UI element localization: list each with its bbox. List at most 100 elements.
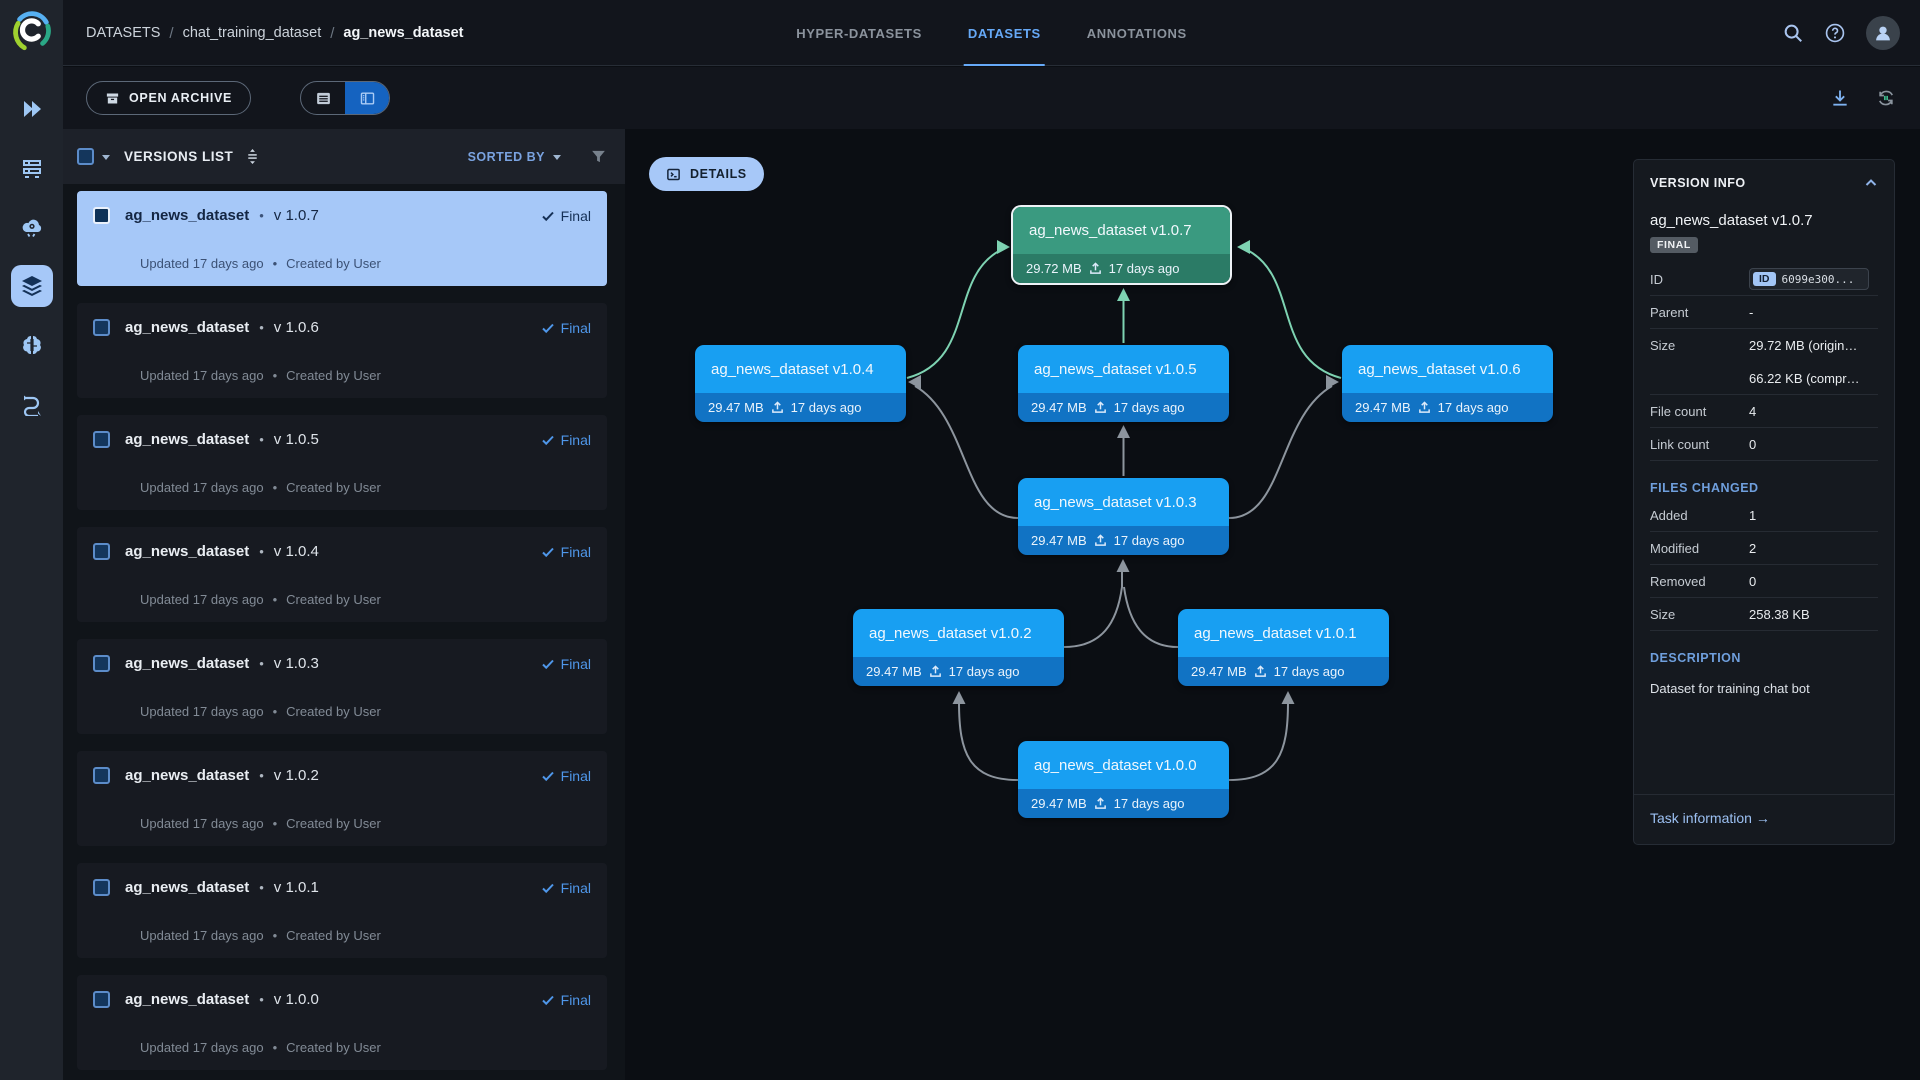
check-icon: [541, 771, 554, 781]
brain-icon: [22, 335, 41, 355]
nav-workers-queues[interactable]: [11, 147, 53, 189]
collapse-chevron-up-icon[interactable]: [1864, 176, 1878, 190]
breadcrumb-dataset: ag_news_dataset: [343, 25, 464, 41]
view-toggle: [300, 81, 390, 115]
nav-models[interactable]: [11, 324, 53, 366]
arrowhead-highlight: [997, 240, 1010, 254]
unfold-rows-icon[interactable]: [245, 149, 260, 164]
description-text: Dataset for training chat bot: [1650, 681, 1810, 696]
version-list-item[interactable]: ag_news_dataset•v 1.0.5 Final Updated 17…: [77, 415, 607, 510]
check-icon: [541, 435, 554, 445]
nav-getting-started[interactable]: [11, 88, 53, 130]
version-info-title: VERSION INFO: [1650, 176, 1746, 190]
versions-list: ag_news_dataset • v 1.0.7 Final Updated …: [63, 184, 625, 1070]
graph-node-v1.0.5[interactable]: ag_news_dataset v1.0.5 29.47 MB 17 days …: [1018, 345, 1229, 422]
user-avatar[interactable]: [1866, 16, 1900, 50]
filter-icon[interactable]: [590, 148, 607, 165]
version-checkbox[interactable]: [93, 319, 110, 336]
left-nav-sidebar: [0, 0, 63, 1080]
version-list-item[interactable]: ag_news_dataset • v 1.0.7 Final Updated …: [77, 191, 607, 286]
version-list-item[interactable]: ag_news_dataset•v 1.0.6 Final Updated 17…: [77, 303, 607, 398]
split-view-icon: [360, 91, 374, 105]
main-tabs: HYPER-DATASETS DATASETS ANNOTATIONS: [796, 0, 1187, 66]
clearml-logo: [13, 11, 51, 51]
download-icon[interactable]: [1830, 88, 1850, 108]
version-checkbox[interactable]: [93, 991, 110, 1008]
version-checkbox[interactable]: [93, 207, 110, 224]
status-badge: Final: [541, 208, 591, 224]
topbar: DATASETS / chat_training_dataset / ag_ne…: [63, 0, 1920, 66]
upload-icon: [1254, 665, 1266, 677]
version-checkbox[interactable]: [93, 431, 110, 448]
help-icon[interactable]: [1824, 22, 1846, 44]
breadcrumb-separator: /: [169, 24, 174, 42]
version-checkbox[interactable]: [93, 767, 110, 784]
tab-annotations[interactable]: ANNOTATIONS: [1086, 25, 1187, 41]
parent-row: Parent-: [1650, 296, 1878, 329]
graph-node-v1.0.4[interactable]: ag_news_dataset v1.0.4 29.47 MB 17 days …: [695, 345, 906, 422]
graph-node-v1.0.1[interactable]: ag_news_dataset v1.0.1 29.47 MB 17 days …: [1178, 609, 1389, 686]
task-information-link[interactable]: Task information →: [1650, 810, 1770, 826]
person-icon: [1876, 26, 1890, 41]
status-badge: Final: [541, 992, 591, 1008]
version-list-item[interactable]: ag_news_dataset•v 1.0.4 Final Updated 17…: [77, 527, 607, 622]
node-size: 29.72 MB: [1026, 261, 1082, 276]
upload-icon: [1089, 262, 1101, 274]
upload-icon: [1094, 797, 1106, 809]
graph-node-v1.0.7[interactable]: ag_news_dataset v1.0.7 29.72 MB 17 days …: [1011, 205, 1232, 285]
breadcrumb: DATASETS / chat_training_dataset / ag_ne…: [86, 0, 463, 66]
graph-node-v1.0.6[interactable]: ag_news_dataset v1.0.6 29.47 MB 17 days …: [1342, 345, 1553, 422]
version-graph[interactable]: DETAILS: [625, 129, 1620, 1080]
status-badge: Final: [541, 544, 591, 560]
breadcrumb-project[interactable]: chat_training_dataset: [182, 25, 322, 41]
nav-datasets[interactable]: [10, 265, 53, 307]
final-badge: FINAL: [1650, 237, 1698, 253]
upload-icon: [1418, 401, 1430, 413]
files-changed-header: FILES CHANGED: [1650, 481, 1759, 495]
select-all-caret-icon[interactable]: [101, 152, 111, 162]
version-checkbox[interactable]: [93, 655, 110, 672]
sorted-by-dropdown[interactable]: SORTED BY: [468, 150, 562, 164]
breadcrumb-root[interactable]: DATASETS: [86, 25, 161, 41]
id-chip: ID: [1753, 272, 1776, 286]
graph-node-v1.0.2[interactable]: ag_news_dataset v1.0.2 29.47 MB 17 days …: [853, 609, 1064, 686]
upload-icon: [1094, 401, 1106, 413]
version-checkbox[interactable]: [93, 879, 110, 896]
version-list-item[interactable]: ag_news_dataset•v 1.0.3 Final Updated 17…: [77, 639, 607, 734]
table-view-button[interactable]: [301, 82, 345, 114]
search-icon[interactable]: [1782, 22, 1804, 44]
details-button[interactable]: DETAILS: [649, 157, 764, 191]
layers-icon: [21, 276, 42, 296]
versions-list-header: VERSIONS LIST SORTED BY: [63, 129, 625, 184]
version-list-item[interactable]: ag_news_dataset•v 1.0.1 Final Updated 17…: [77, 863, 607, 958]
edge-v1.0.3-to-v1.0.6: [1228, 385, 1333, 519]
graph-node-v1.0.3[interactable]: ag_news_dataset v1.0.3 29.47 MB 17 days …: [1018, 478, 1229, 555]
tab-hyper-datasets[interactable]: HYPER-DATASETS: [796, 25, 922, 41]
select-all-checkbox[interactable]: [77, 148, 94, 165]
split-view-button[interactable]: [345, 82, 389, 114]
graph-node-v1.0.0[interactable]: ag_news_dataset v1.0.0 29.47 MB 17 days …: [1018, 741, 1229, 818]
size-row-compressed: 66.22 KB (compr…: [1650, 362, 1878, 395]
pipelines-flow-icon: [23, 395, 41, 416]
status-badge: Final: [541, 768, 591, 784]
arrowhead: [908, 375, 921, 389]
check-icon: [541, 883, 554, 893]
version-list-item[interactable]: ag_news_dataset•v 1.0.2 Final Updated 17…: [77, 751, 607, 846]
tab-datasets[interactable]: DATASETS: [963, 0, 1045, 66]
edge-v1.0.4-to-v1.0.7: [906, 250, 1000, 379]
version-list-item[interactable]: ag_news_dataset•v 1.0.0 Final Updated 17…: [77, 975, 607, 1070]
check-icon: [541, 211, 554, 221]
auto-refresh-icon[interactable]: [1876, 88, 1896, 108]
status-badge: Final: [541, 432, 591, 448]
double-chevron-play-icon: [23, 101, 41, 117]
breadcrumb-separator: /: [330, 24, 335, 42]
nav-pipelines[interactable]: [11, 383, 53, 425]
upload-icon: [1094, 534, 1106, 546]
nav-data-processing[interactable]: [11, 206, 53, 248]
open-archive-button[interactable]: OPEN ARCHIVE: [86, 81, 252, 115]
check-icon: [541, 995, 554, 1005]
version-checkbox[interactable]: [93, 543, 110, 560]
